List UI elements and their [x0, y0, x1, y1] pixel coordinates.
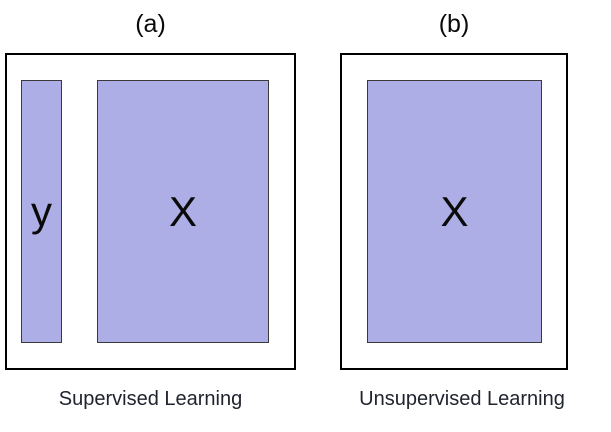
- feature-matrix-block-b: X: [367, 80, 542, 343]
- panel-a-frame: y X: [5, 53, 296, 370]
- panel-b-caption: Unsupervised Learning: [359, 388, 565, 410]
- panel-a-label: (a): [135, 10, 166, 38]
- panel-b-frame: X: [340, 53, 568, 370]
- feature-matrix-block-a: X: [97, 80, 269, 343]
- feature-matrix-label-b: X: [440, 187, 469, 235]
- panel-b-label: (b): [438, 10, 470, 38]
- feature-matrix-label-a: X: [168, 187, 197, 235]
- target-vector-block: y: [21, 80, 62, 343]
- target-vector-label: y: [31, 187, 52, 235]
- panel-a-caption: Supervised Learning: [58, 388, 243, 410]
